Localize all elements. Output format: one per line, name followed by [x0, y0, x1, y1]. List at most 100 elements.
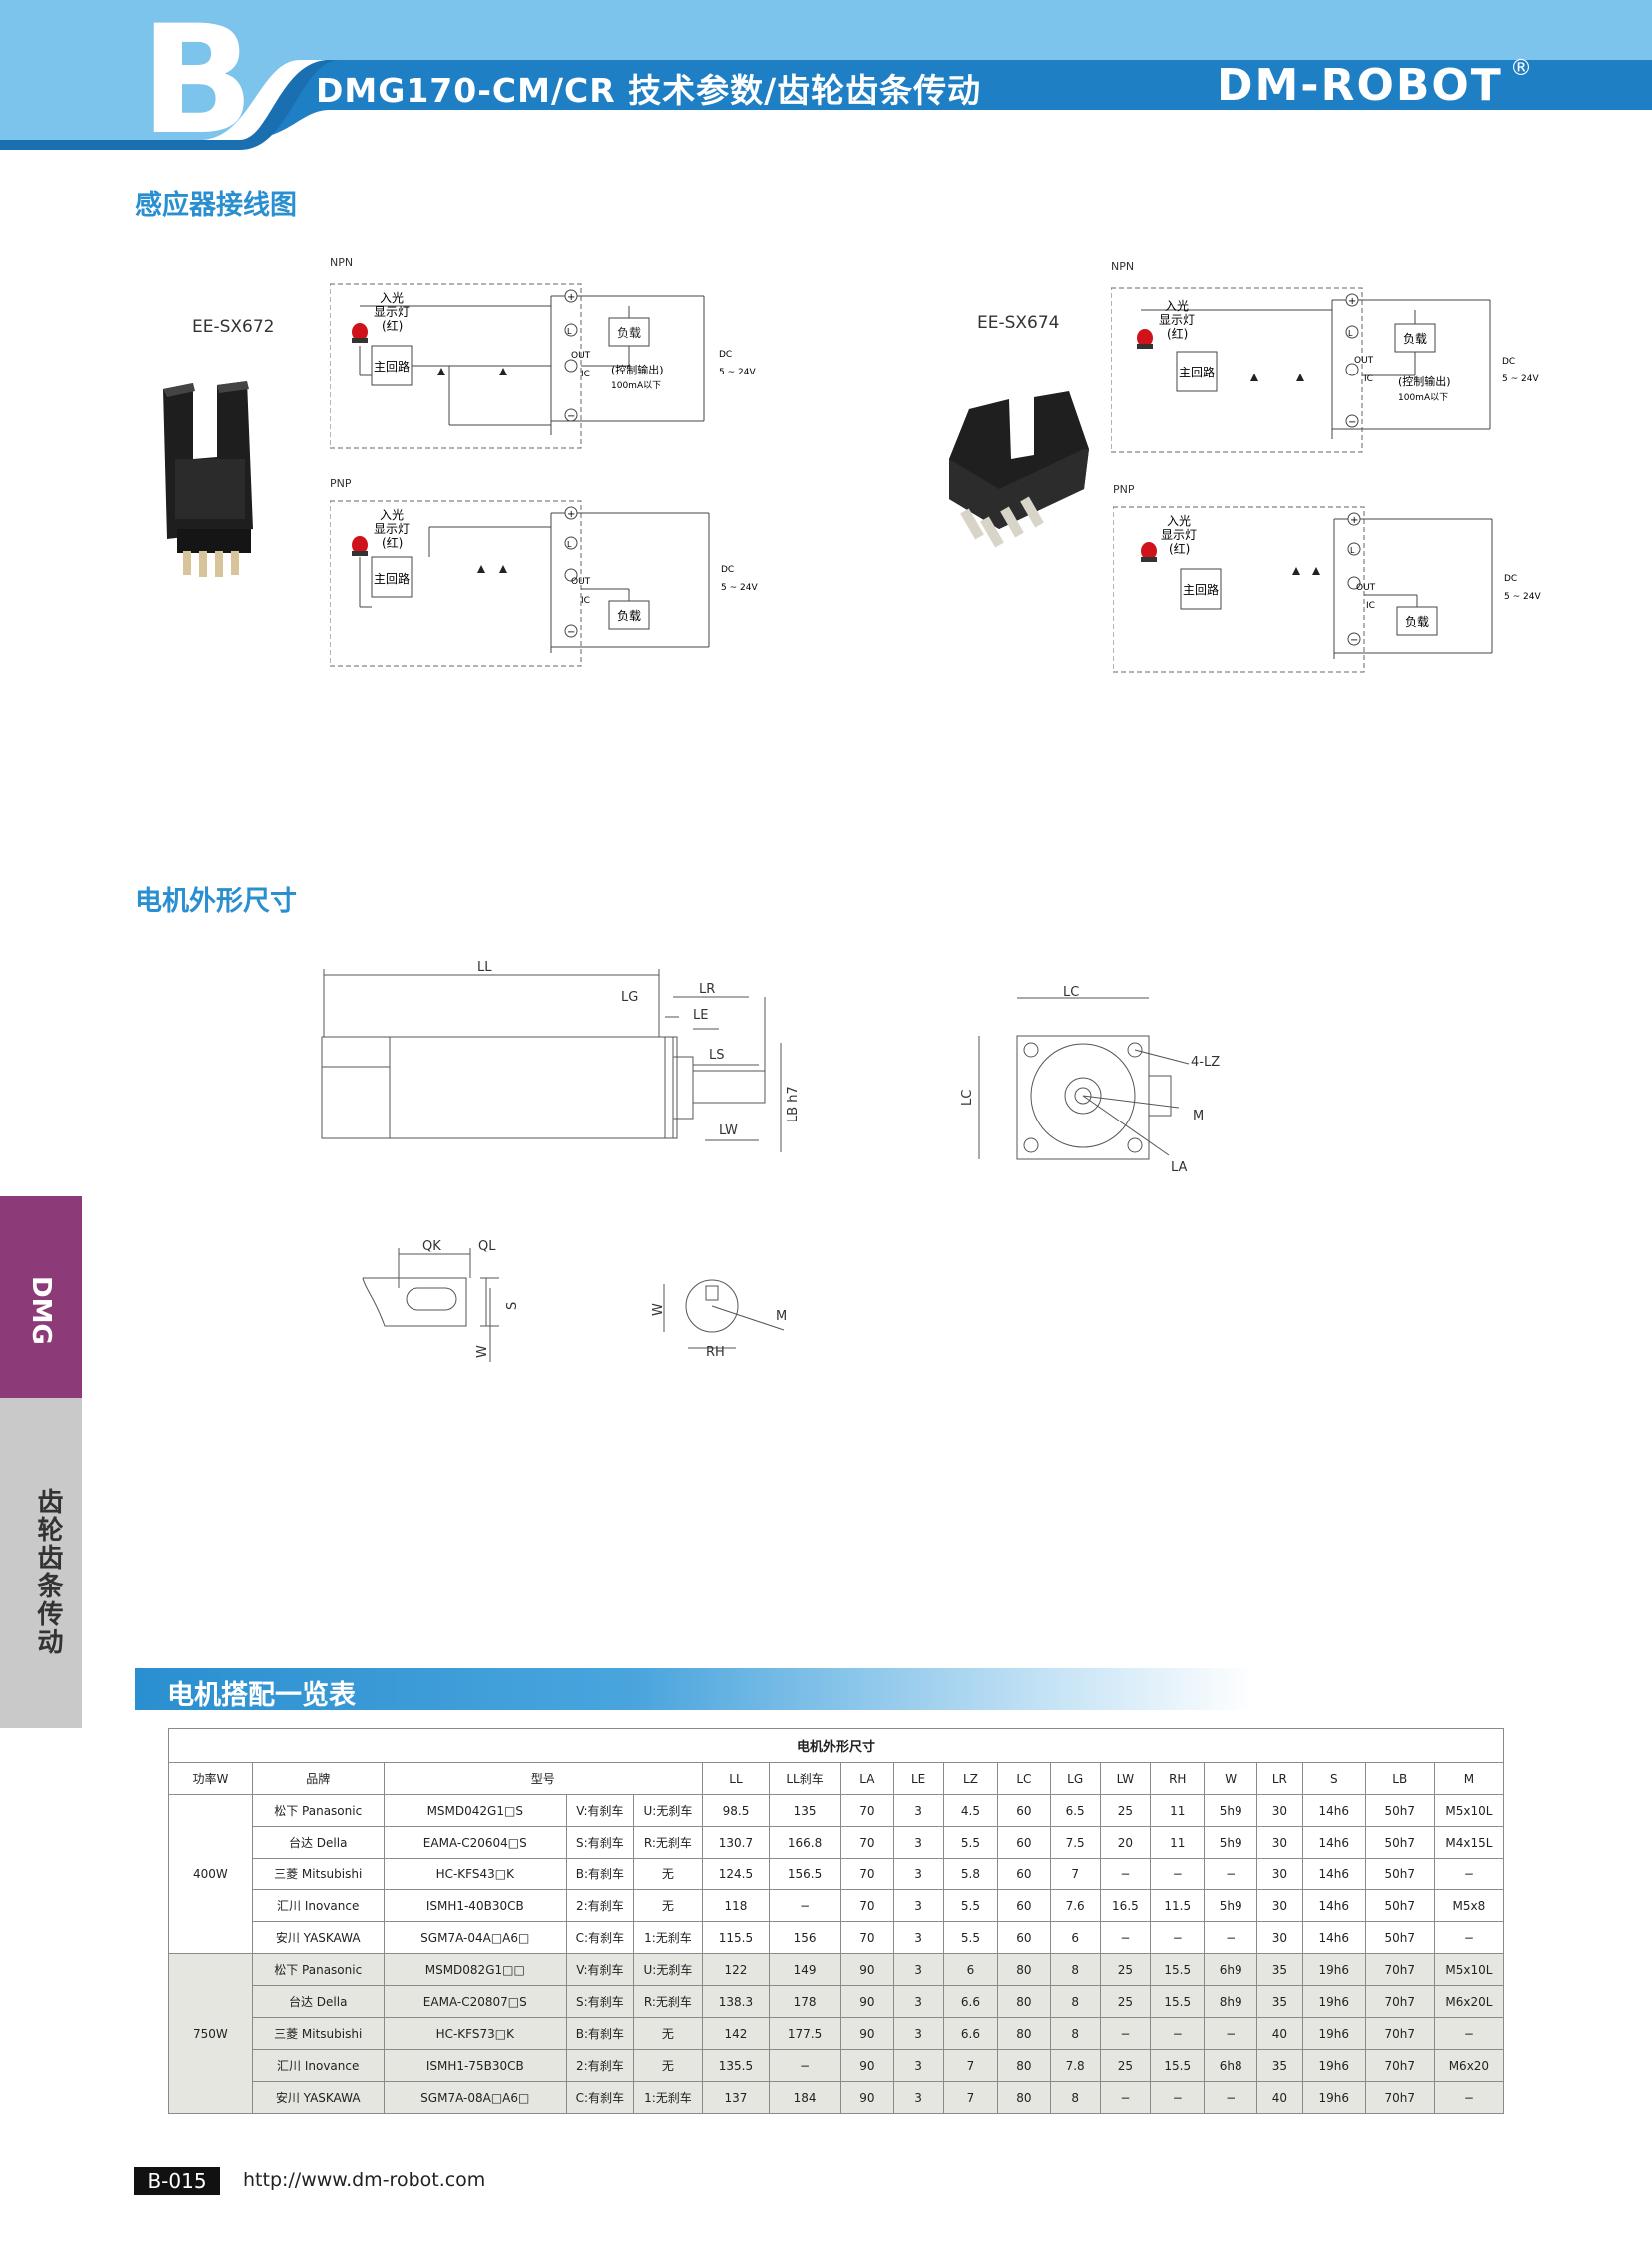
- table-cell: 台达 Della: [251, 1985, 385, 2018]
- col-header: LZ: [942, 1762, 999, 1795]
- svg-text:L: L: [1350, 546, 1355, 555]
- svg-text:+: +: [567, 292, 575, 303]
- shaft-keyway-view: QK QL S W: [362, 1239, 520, 1362]
- table-cell: 1:无刹车: [632, 1921, 703, 1954]
- svg-text:显示灯: 显示灯: [1159, 313, 1195, 327]
- dimension-section-title: 电机外形尺寸: [135, 886, 297, 917]
- table-cell: −: [1204, 2017, 1257, 2050]
- table-cell: 35: [1255, 1953, 1303, 1986]
- table-cell: 70: [840, 1889, 894, 1922]
- table-cell: 70: [840, 1826, 894, 1859]
- svg-text:负载: 负载: [1403, 332, 1427, 346]
- table-cell: −: [1204, 2081, 1257, 2114]
- table-cell: 6: [942, 1953, 999, 1986]
- table-cell: 166.8: [768, 1826, 842, 1859]
- table-cell: 3: [892, 1953, 944, 1986]
- circuit-pnp-left: PNP 负载 + L − OUT IC DC 5 ~ 24V 主回路 入光 显示…: [330, 477, 758, 667]
- table-cell: 14h6: [1301, 1826, 1366, 1859]
- table-cell: 台达 Della: [251, 1826, 385, 1859]
- table-cell: 8: [1049, 1985, 1101, 2018]
- table-cell: 50h7: [1364, 1889, 1435, 1922]
- table-cell: 无: [632, 2017, 703, 2050]
- table-cell: 15.5: [1150, 2049, 1206, 2082]
- svg-text:LG: LG: [621, 990, 638, 1005]
- power-cell: 750W: [168, 1953, 253, 2114]
- table-cell: 25: [1099, 2049, 1152, 2082]
- svg-text:(红): (红): [1169, 541, 1190, 556]
- svg-text:M: M: [1193, 1109, 1204, 1123]
- table-cell: 5.5: [942, 1826, 999, 1859]
- table-cell: B:有刹车: [565, 1858, 634, 1890]
- table-cell: EAMA-C20604□S: [383, 1826, 567, 1859]
- table-cell: −: [1150, 2017, 1206, 2050]
- table-cell: 5h9: [1204, 1889, 1257, 1922]
- svg-text:5 ~ 24V: 5 ~ 24V: [719, 368, 756, 377]
- table-cell: 50h7: [1364, 1858, 1435, 1890]
- svg-text:入光: 入光: [1165, 299, 1189, 313]
- table-cell: 15.5: [1150, 1953, 1206, 1986]
- table-cell: 149: [768, 1953, 842, 1986]
- table-section-title: 电机搭配一览表: [167, 1680, 356, 1711]
- table-cell: 3: [892, 1794, 944, 1827]
- svg-text:LA: LA: [1171, 1160, 1188, 1175]
- svg-text:W: W: [475, 1345, 490, 1358]
- table-cell: SGM7A-08A□A6□: [383, 2081, 567, 2114]
- svg-text:M: M: [776, 1309, 787, 1324]
- col-header: 品牌: [251, 1762, 385, 1795]
- power-cell: 400W: [168, 1794, 253, 1954]
- svg-text:OUT: OUT: [1354, 356, 1374, 366]
- table-cell: EAMA-C20807□S: [383, 1985, 567, 2018]
- svg-text:L: L: [1348, 329, 1353, 338]
- svg-text:NPN: NPN: [1111, 260, 1134, 273]
- svg-text:主回路: 主回路: [1183, 582, 1219, 597]
- svg-text:(红): (红): [382, 535, 403, 550]
- table-cell: −: [1099, 2081, 1152, 2114]
- table-cell: 70h7: [1364, 1953, 1435, 1986]
- table-cell: MSMD042G1□S: [383, 1794, 567, 1827]
- table-cell: 80: [997, 1953, 1051, 1986]
- table-cell: M6x20L: [1433, 1985, 1505, 2018]
- table-cell: M5x10L: [1433, 1953, 1505, 1986]
- table-cell: V:有刹车: [565, 1794, 634, 1827]
- table-cell: R:无刹车: [632, 1826, 703, 1859]
- table-cell: −: [1433, 2081, 1505, 2114]
- svg-text:IC: IC: [1364, 374, 1373, 384]
- col-header: LA: [840, 1762, 894, 1795]
- circuit-npn-left: NPN 负载 + L − OUT IC (控制输出) 100mA以下 DC 5 …: [330, 256, 756, 449]
- side-tab-gear: 齿轮齿条传动: [0, 1398, 82, 1728]
- table-cell: 90: [840, 2017, 894, 2050]
- table-cell: 25: [1099, 1953, 1152, 1986]
- table-cell: 70h7: [1364, 1985, 1435, 2018]
- svg-text:入光: 入光: [380, 508, 404, 522]
- sensor-model-right: EE-SX674: [977, 313, 1060, 333]
- svg-text:IC: IC: [1366, 601, 1375, 611]
- brand-logo: DM-ROBOT: [1217, 60, 1503, 111]
- table-cell: 60: [997, 1794, 1051, 1827]
- svg-text:DC: DC: [719, 350, 732, 360]
- table-cell: 135.5: [701, 2049, 770, 2082]
- table-cell: 70h7: [1364, 2017, 1435, 2050]
- table-cell: 90: [840, 1953, 894, 1986]
- table-cell: 19h6: [1301, 1953, 1366, 1986]
- table-cell: 80: [997, 1985, 1051, 2018]
- table-cell: 14h6: [1301, 1921, 1366, 1954]
- table-cell: 70h7: [1364, 2049, 1435, 2082]
- table-cell: M5x8: [1433, 1889, 1505, 1922]
- table-cell: −: [1433, 2017, 1505, 2050]
- table-cell: 2:有刹车: [565, 2049, 634, 2082]
- table-cell: 30: [1255, 1794, 1303, 1827]
- col-header: LW: [1099, 1762, 1152, 1795]
- table-cell: S:有刹车: [565, 1985, 634, 2018]
- col-header: LE: [892, 1762, 944, 1795]
- motor-compatibility-table: 电机外形尺寸 功率W 品牌 型号 LL LL刹车 LA LE LZ LC LG …: [168, 1728, 1505, 2114]
- website-link[interactable]: http://www.dm-robot.com: [243, 2169, 486, 2191]
- table-cell: 142: [701, 2017, 770, 2050]
- table-cell: 8h9: [1204, 1985, 1257, 2018]
- svg-text:LR: LR: [699, 982, 715, 997]
- table-cell: M6x20: [1433, 2049, 1505, 2082]
- svg-text:显示灯: 显示灯: [374, 305, 410, 319]
